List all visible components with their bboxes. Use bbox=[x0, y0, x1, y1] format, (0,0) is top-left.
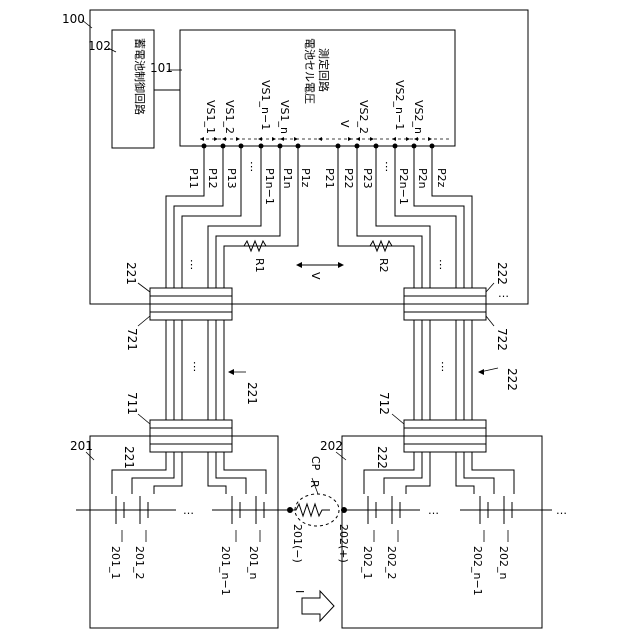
cable-222-dots: ⋮ bbox=[437, 360, 449, 373]
p2n-label: P2n bbox=[416, 168, 429, 189]
cell-measure-text-2: 測定回路 bbox=[317, 48, 331, 92]
cell-202-nm1-label: 202_n−1 bbox=[471, 546, 484, 596]
vs1-nm1-label: VS1_n−1 bbox=[259, 80, 272, 130]
terminal-vdots-1: ⋮ bbox=[246, 160, 258, 173]
label-721: 721 bbox=[125, 328, 139, 351]
p1z-label: P1z bbox=[299, 168, 312, 188]
p1nm1-label: P1n−1 bbox=[263, 168, 276, 205]
label-101: 101 bbox=[150, 61, 173, 75]
battery-control-box bbox=[112, 30, 154, 148]
connection-part-cp: CP R 201(−) 202(+) bbox=[287, 456, 350, 563]
label-201: 201 bbox=[70, 439, 93, 453]
v-mid-label: V bbox=[309, 272, 322, 280]
cells-ellipsis-202: … bbox=[428, 504, 440, 517]
vs2-nm1-label: VS2_n−1 bbox=[393, 80, 406, 130]
bus-ellipsis-202: … bbox=[556, 504, 568, 517]
label-222-top: 222 bbox=[495, 262, 509, 285]
cable-221-dots: ⋮ bbox=[189, 360, 201, 373]
cell-201-1-label: 201_1 bbox=[109, 546, 122, 580]
label-221-top: 221 bbox=[124, 262, 138, 285]
p22-label: P22 bbox=[342, 168, 355, 189]
cell-201-n-label: 201_n bbox=[247, 546, 260, 579]
cell-201-nm1-label: 201_n−1 bbox=[219, 546, 232, 596]
label-222-mid: 222 bbox=[505, 368, 519, 391]
r2-label: R2 bbox=[377, 258, 390, 273]
connector-712: 712 bbox=[377, 392, 486, 452]
cell-202-n-label: 202_n bbox=[497, 546, 510, 579]
voltage-v-arrow: V bbox=[296, 262, 344, 280]
r-label: R bbox=[308, 480, 321, 488]
vs2-2-label: VS2_2 bbox=[357, 100, 370, 134]
label-711: 711 bbox=[125, 392, 139, 415]
storage-control-text: 蓄電池制御回路 bbox=[133, 38, 147, 115]
b201-neg-label: 201(−) bbox=[291, 524, 304, 563]
bundle-dots-r1: ⋮ bbox=[435, 258, 447, 271]
cell-201-2-label: 201_2 bbox=[133, 546, 146, 580]
vs1-2-label: VS1_2 bbox=[223, 100, 236, 134]
v-top-label: V bbox=[338, 120, 351, 128]
cable-221: ⋮ 221 bbox=[166, 320, 259, 420]
p23-label: P23 bbox=[361, 168, 374, 189]
cell-measure-text: 電池セル電圧 bbox=[303, 38, 316, 104]
current-arrow: I bbox=[293, 590, 334, 621]
cell-202-2-label: 202_2 bbox=[385, 546, 398, 580]
b202-pos-label: 202(+) bbox=[337, 524, 350, 563]
p21-label: P21 bbox=[323, 168, 336, 189]
label-202: 202 bbox=[320, 439, 343, 453]
battery-module-202: 202 222 … … 202_1 bbox=[320, 436, 568, 628]
cells-ellipsis-201: … bbox=[183, 504, 195, 517]
vs2-n-label: VS2_n bbox=[412, 100, 425, 134]
p12-label: P12 bbox=[206, 168, 219, 189]
battery-control-circuit-102: 102 蓄電池制御回路 bbox=[88, 30, 154, 148]
measurement-arrows bbox=[200, 137, 450, 141]
p2z-label: P2z bbox=[435, 168, 448, 188]
terminal-vdots-2: ⋮ bbox=[381, 160, 393, 173]
bundle-dots-l1: ⋮ bbox=[186, 258, 198, 271]
p13-label: P13 bbox=[225, 168, 238, 189]
p2nm1-label: P2n−1 bbox=[397, 168, 410, 205]
battery-module-201: 201 221 … bbox=[70, 436, 290, 628]
label-722: 722 bbox=[495, 328, 509, 351]
control-unit-100: 100 bbox=[62, 10, 528, 304]
current-i-label: I bbox=[293, 590, 306, 593]
cell-202-1-label: 202_1 bbox=[361, 546, 374, 580]
label-712: 712 bbox=[377, 392, 391, 415]
p11-label: P11 bbox=[187, 168, 200, 189]
vs1-n-label: VS1_n bbox=[278, 100, 291, 134]
p1n-label: P1n bbox=[281, 168, 294, 189]
vs1-1-label: VS1_1 bbox=[204, 100, 217, 134]
label-100: 100 bbox=[62, 12, 85, 26]
r1-label: R1 bbox=[253, 258, 266, 273]
label-222-bot: 222 bbox=[375, 446, 389, 469]
terminal-labels: P11 P12 P13 P1n−1 P1n P1z P21 P22 P23 P2… bbox=[187, 160, 448, 205]
label-221-mid: 221 bbox=[245, 382, 259, 405]
label-221-bot: 221 bbox=[122, 446, 136, 469]
label-102: 102 bbox=[88, 39, 111, 53]
cp-label: CP bbox=[309, 456, 322, 471]
cell-measure-circuit-101: 101 電池セル電圧 測定回路 bbox=[150, 30, 455, 146]
bundle-dots-edge: … bbox=[498, 287, 510, 300]
